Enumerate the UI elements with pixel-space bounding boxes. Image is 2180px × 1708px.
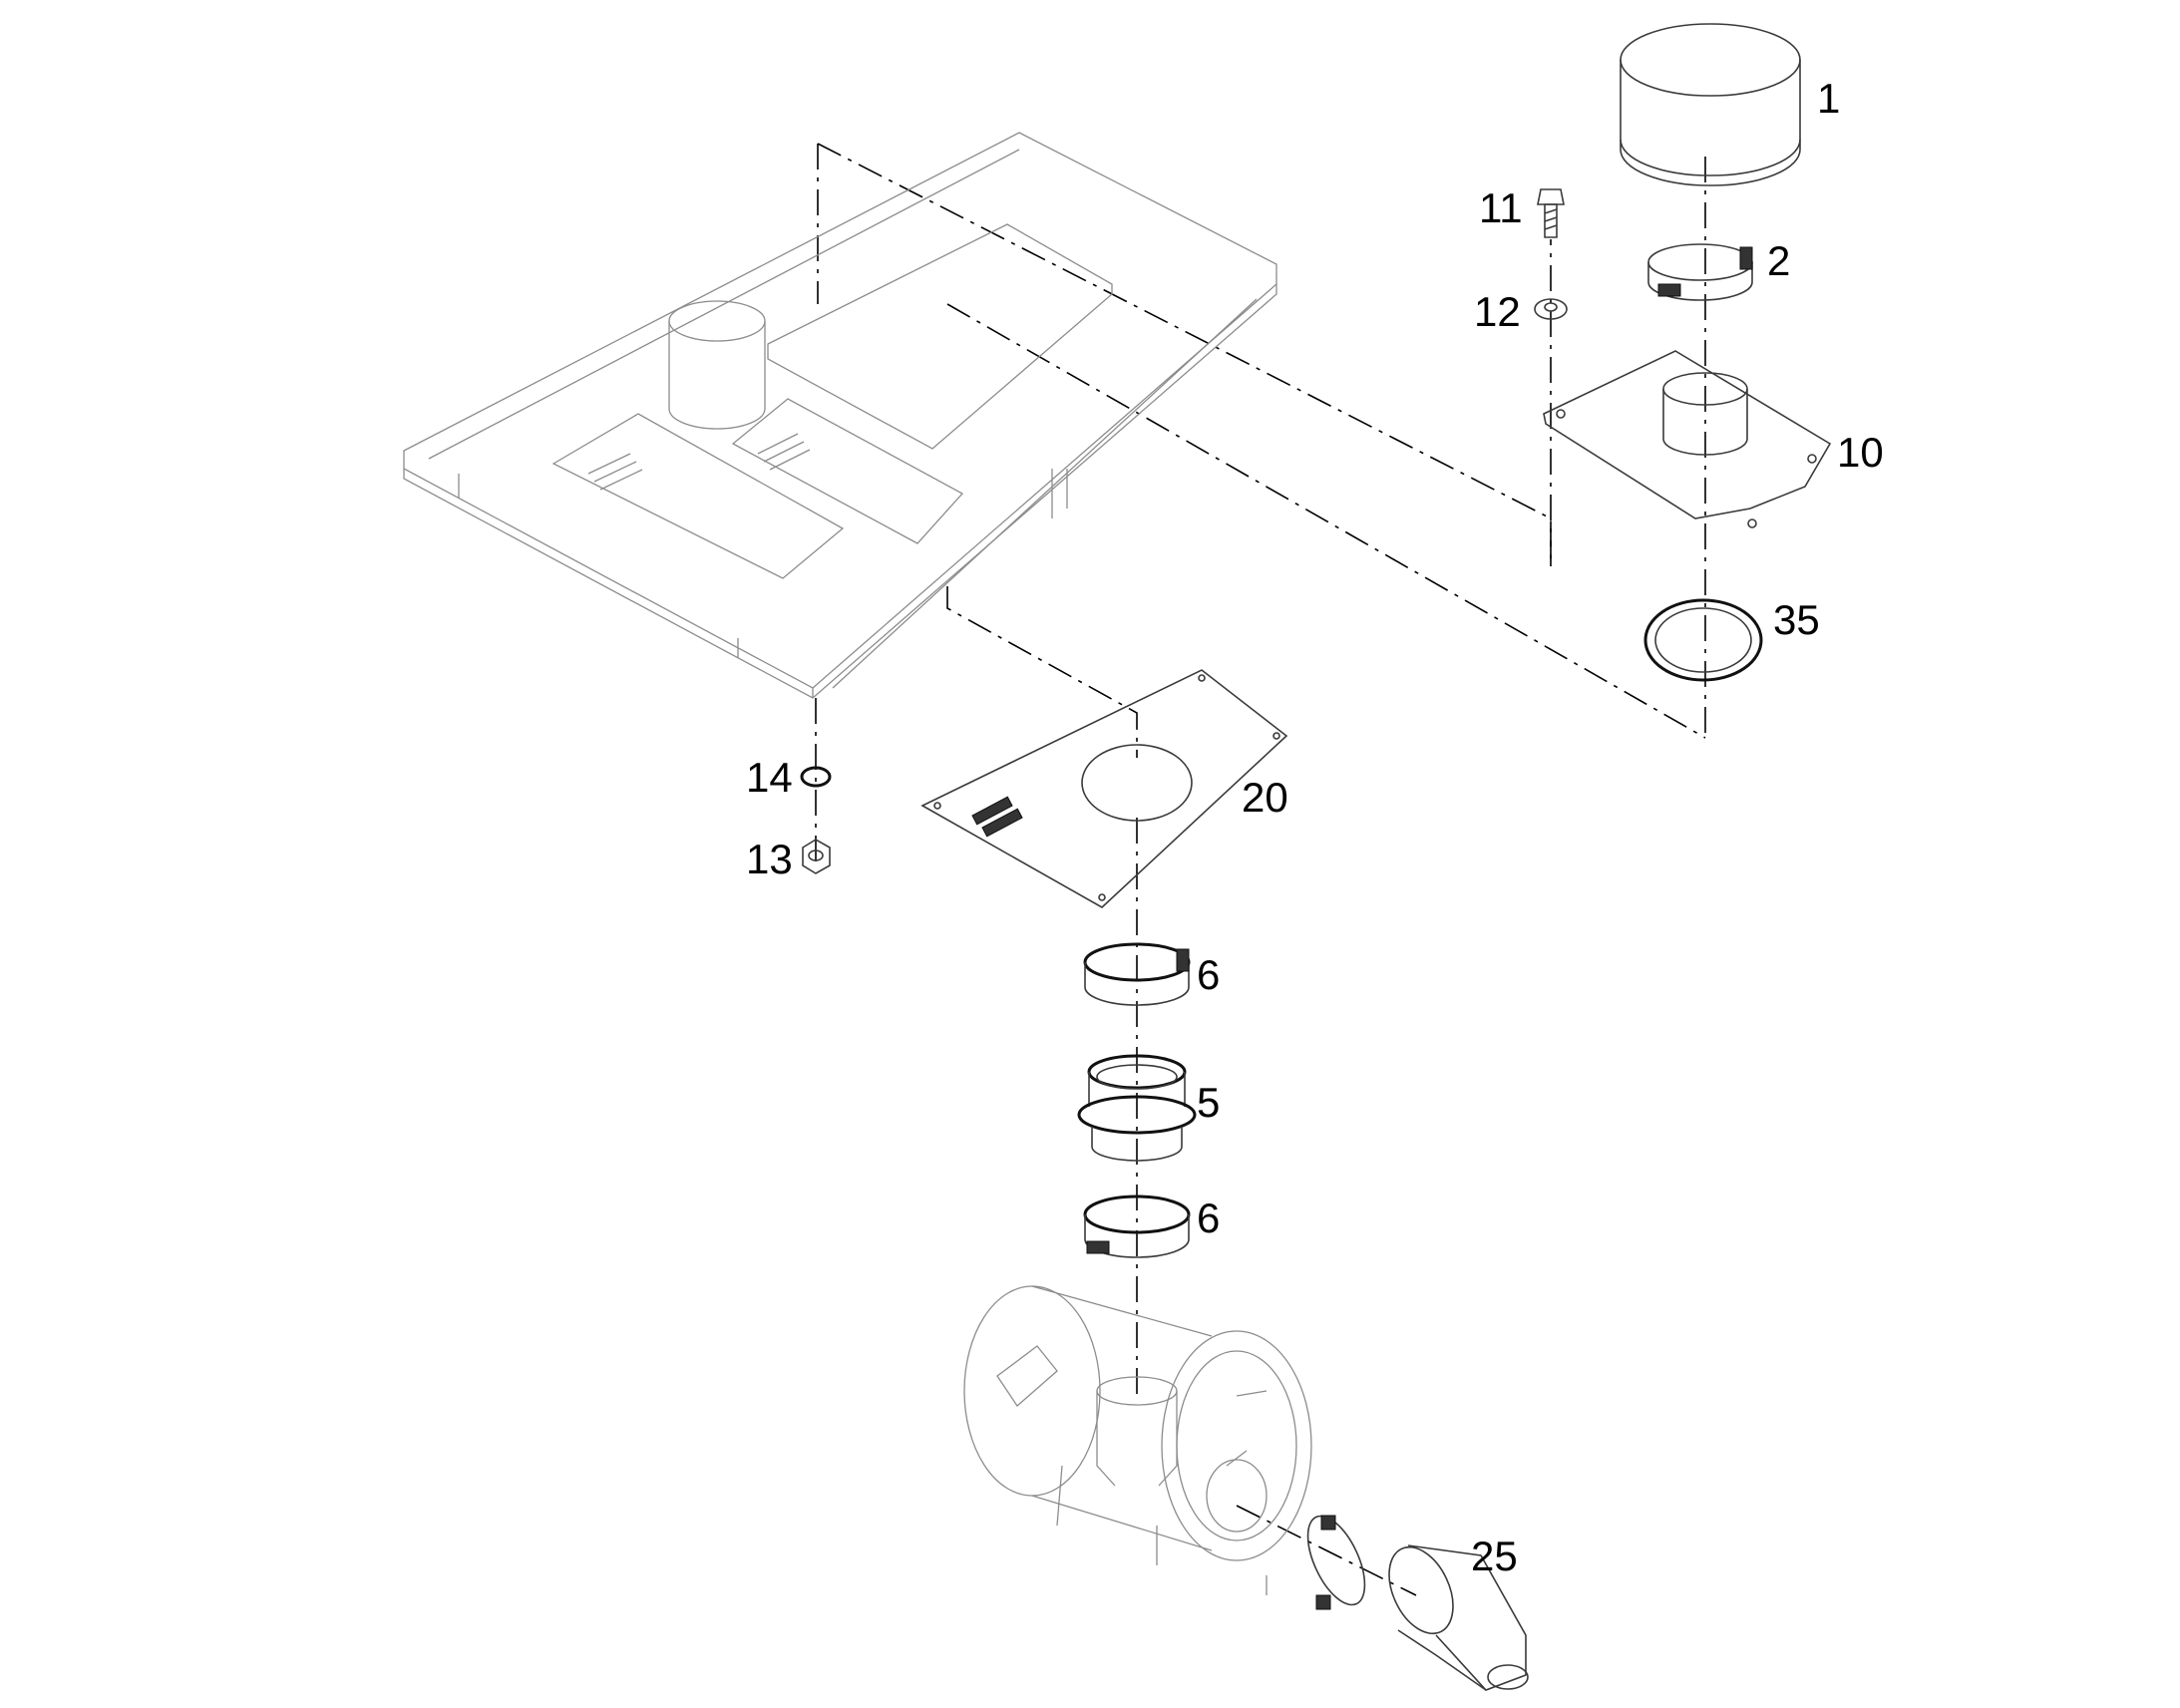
pre-cleaner-cap	[1620, 23, 1801, 186]
cover-plate-slots	[971, 796, 1023, 838]
hose-clamp-lower	[1083, 1195, 1191, 1258]
leader-cleaner-to-hose	[1236, 1505, 1417, 1596]
air-cleaner-housing	[963, 1285, 1312, 1595]
gasket-ring	[1643, 598, 1763, 682]
bolt	[1537, 188, 1565, 238]
hose-clamp-middle	[1083, 942, 1191, 1006]
rubber-coupling	[1077, 1054, 1197, 1162]
leader-hood-to-filter	[817, 143, 1552, 563]
hood-vent-right	[731, 398, 964, 544]
hood-vent-slots	[587, 433, 811, 491]
washer-lower	[800, 766, 832, 788]
leader-hood-to-gasket	[946, 303, 1706, 739]
callout-2: 2	[1767, 237, 1790, 284]
callout-12: 12	[1474, 288, 1521, 335]
callout-20: 20	[1242, 774, 1288, 821]
callout-labels: 1 2 5 6 6 10 11 12 13 14 20 25 35	[746, 75, 1884, 1579]
callout-14: 14	[746, 754, 793, 801]
hood-hatch-upper	[767, 223, 1113, 450]
callout-6-lower: 6	[1197, 1195, 1220, 1241]
hood-outline	[403, 132, 1277, 689]
elbow-hose	[1388, 1544, 1529, 1691]
hood-vent-left	[551, 413, 845, 579]
leader-hood-to-plate	[946, 586, 1138, 758]
mounting-bracket-plate	[1543, 350, 1832, 528]
callout-11: 11	[1479, 184, 1523, 231]
callout-10: 10	[1837, 429, 1884, 476]
callout-6-upper: 6	[1197, 951, 1220, 998]
callout-1: 1	[1817, 75, 1840, 122]
hose-clamp-upper	[1647, 243, 1753, 301]
assembly-leader-lines	[815, 143, 1706, 1596]
callout-5: 5	[1197, 1079, 1220, 1126]
hood-air-stack	[668, 300, 766, 430]
engine-hood-panel	[403, 132, 1277, 699]
callout-13: 13	[746, 836, 793, 882]
hose-clamp-outlet	[1306, 1515, 1366, 1610]
callout-35: 35	[1773, 596, 1820, 643]
hex-nut	[802, 839, 831, 874]
callout-25: 25	[1471, 1533, 1518, 1579]
cover-plate	[920, 669, 1288, 908]
washer-upper	[1534, 298, 1568, 320]
